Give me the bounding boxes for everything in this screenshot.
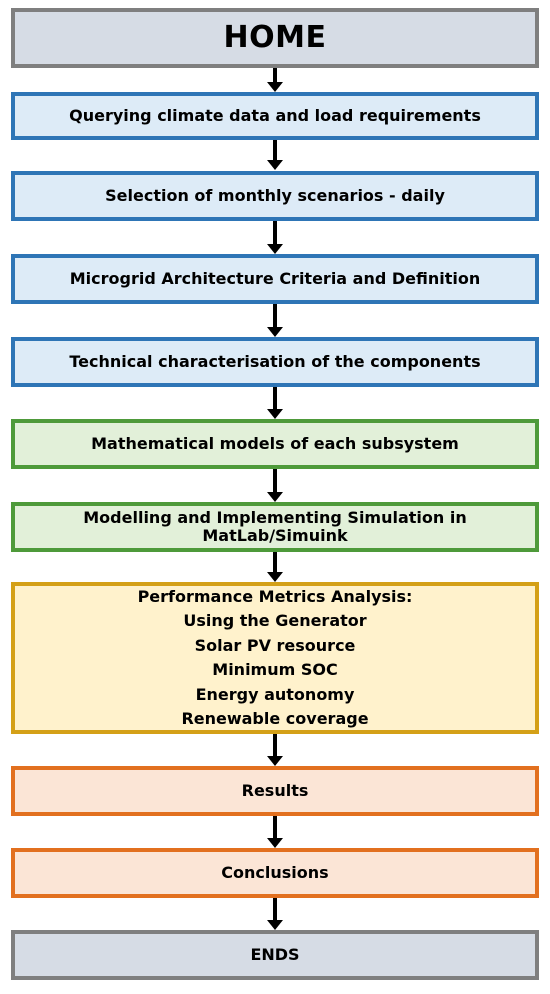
querying-step-box: Querying climate data and load requireme…: [11, 92, 539, 140]
selection-step-label: Selection of monthly scenarios - daily: [105, 185, 445, 205]
querying-step-label: Querying climate data and load requireme…: [69, 105, 481, 125]
modelling-step-box: Modelling and Implementing Simulation in…: [11, 502, 539, 552]
technical-step-label: Technical characterisation of the compon…: [69, 351, 481, 371]
metric-item-solar-pv: Solar PV resource: [194, 635, 356, 655]
architecture-step-label: Microgrid Architecture Criteria and Defi…: [69, 268, 481, 288]
metric-item-minimum-soc: Minimum SOC: [212, 660, 338, 679]
modelling-step-label: Modelling and Implementing Simulation in…: [83, 507, 467, 545]
ends-box: ENDS: [11, 930, 539, 980]
home-label: HOME: [223, 19, 327, 55]
conclusions-step-label: Conclusions: [221, 862, 329, 882]
mathematical-step-box: Mathematical models of each subsystem: [11, 419, 539, 469]
results-step-label: Results: [241, 780, 309, 800]
home-box: HOME: [11, 8, 539, 68]
architecture-step-box: Microgrid Architecture Criteria and Defi…: [11, 254, 539, 304]
metrics-title: Performance Metrics Analysis:: [137, 586, 413, 606]
conclusions-step-box: Conclusions: [11, 848, 539, 898]
technical-step-box: Technical characterisation of the compon…: [11, 337, 539, 387]
mathematical-step-label: Mathematical models of each subsystem: [91, 433, 459, 453]
metrics-step-box: Performance Metrics Analysis: Using the …: [11, 582, 539, 734]
results-step-box: Results: [11, 766, 539, 816]
metric-item-generator: Using the Generator: [183, 611, 367, 630]
metric-item-energy-autonomy: Energy autonomy: [195, 684, 355, 704]
ends-label: ENDS: [250, 944, 300, 964]
selection-step-box: Selection of monthly scenarios - daily: [11, 171, 539, 221]
metric-item-renewable-coverage: Renewable coverage: [181, 709, 369, 728]
